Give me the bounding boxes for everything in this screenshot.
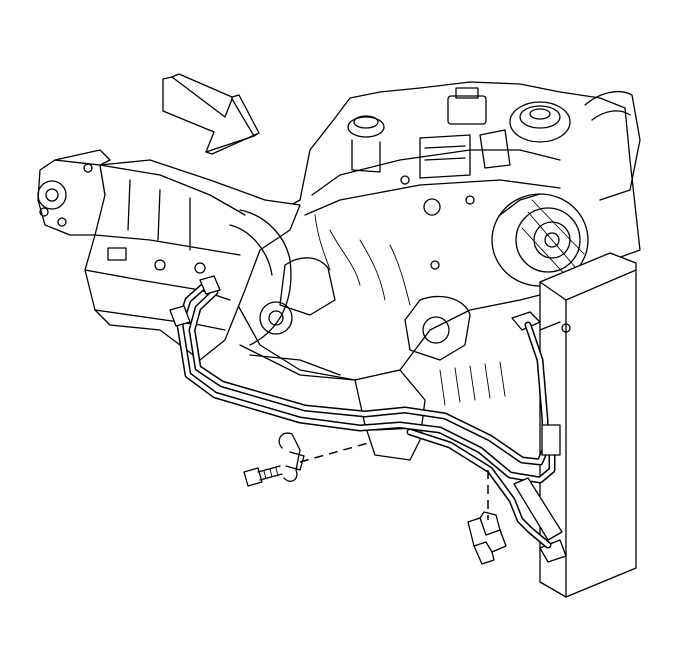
direction-arrow (162, 73, 260, 155)
line-clip (278, 432, 305, 482)
radiator (511, 252, 637, 598)
cooler-lines (169, 275, 563, 549)
clip-leader-line (299, 441, 373, 463)
alternator (491, 193, 589, 287)
line-retainer (467, 511, 507, 565)
bracket-bolt (243, 465, 283, 487)
engine (229, 81, 641, 461)
transmission (37, 149, 356, 381)
